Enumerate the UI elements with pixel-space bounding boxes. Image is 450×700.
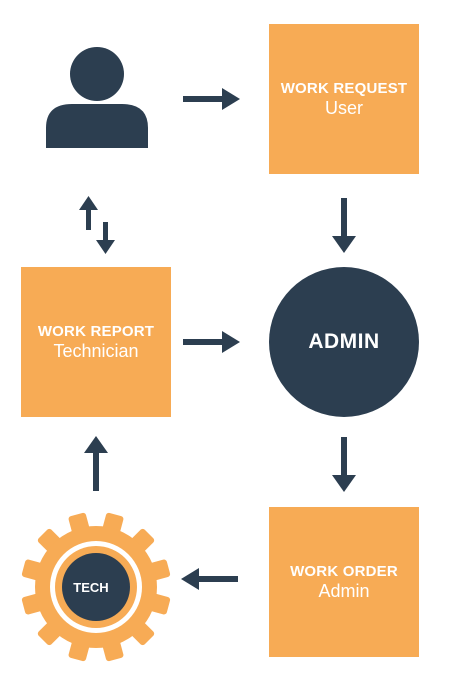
arrow-down-icon	[332, 437, 356, 492]
work-report-box: WORK REPORT Technician	[21, 267, 171, 417]
arrow-up-icon	[84, 436, 108, 491]
work-request-title: WORK REQUEST	[280, 79, 408, 97]
work-report-title: WORK REPORT	[37, 322, 155, 340]
arrow-right-icon	[183, 88, 240, 110]
arrow-down-icon	[332, 198, 356, 253]
bidirectional-arrow-icon	[79, 196, 115, 254]
work-order-role: Admin	[318, 580, 370, 601]
work-order-box: WORK ORDER Admin	[269, 507, 419, 657]
gear-icon	[21, 512, 171, 662]
arrow-left-icon	[181, 568, 238, 590]
user-icon	[46, 47, 148, 148]
arrow-right-icon	[183, 331, 240, 353]
admin-circle: ADMIN	[269, 267, 419, 417]
admin-label: ADMIN	[308, 330, 380, 353]
work-request-role: User	[324, 97, 363, 118]
work-order-title: WORK ORDER	[290, 562, 398, 580]
tech-label: TECH	[73, 579, 109, 595]
work-request-box: WORK REQUEST User	[269, 24, 419, 174]
work-report-role: Technician	[53, 340, 139, 361]
